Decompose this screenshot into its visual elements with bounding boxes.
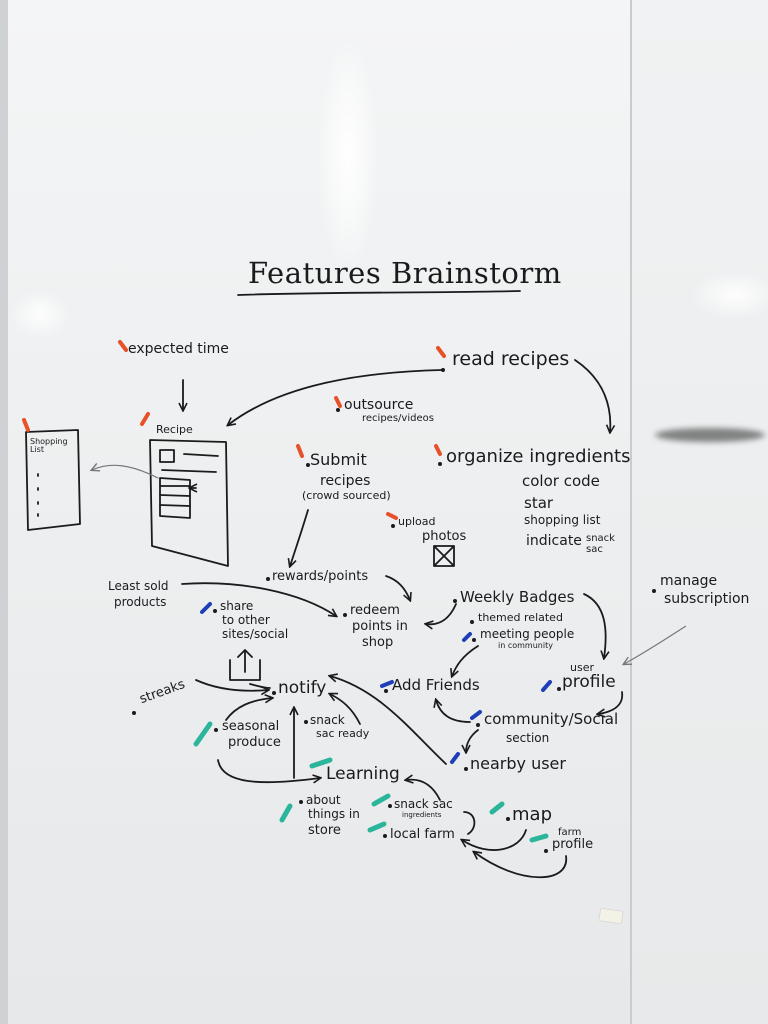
- arrow-rewards-redeem: [385, 575, 410, 600]
- note-least-sold-1: Least sold: [108, 579, 169, 593]
- note-map: map: [512, 804, 552, 825]
- arrow-snackready-notify: [330, 694, 361, 725]
- arrow-badges-profile: [583, 593, 606, 658]
- note-user-profile: profile: [562, 672, 616, 692]
- arrow-ingredients-learning: [406, 780, 441, 801]
- arrow-badges-redeem: [426, 603, 457, 624]
- note-expected-time: expected time: [128, 341, 229, 357]
- light-glare: [318, 40, 378, 270]
- note-share-1: share: [220, 599, 254, 613]
- note-add-friends: Add Friends: [392, 676, 480, 694]
- note-redeem-3: shop: [362, 635, 394, 650]
- light-glare-right: [690, 270, 768, 320]
- arrow-seasonal-notify: [225, 698, 272, 721]
- arrow-community-nearby: [466, 729, 479, 752]
- note-share-3: sites/social: [222, 627, 289, 641]
- arrow-leastsold-redeem: [181, 582, 336, 616]
- note-redeem-2: points in: [352, 619, 408, 634]
- teal-dash: [193, 721, 213, 747]
- note-recipes: recipes: [320, 473, 371, 489]
- note-themed-related: themed related: [478, 611, 563, 624]
- note-shopping-list: Shopping List: [30, 437, 68, 455]
- arrow-submit-rewards: [290, 509, 309, 566]
- arrow-nearby-notify: [330, 676, 447, 765]
- blue-dash: [200, 602, 212, 614]
- whiteboard-side-panel: [632, 0, 768, 1024]
- note-crowd-sourced: (crowd sourced): [302, 489, 391, 502]
- note-least-sold-2: products: [114, 595, 167, 609]
- note-photos: photos: [422, 529, 467, 544]
- note-color-code: color code: [522, 472, 600, 490]
- note-in-community: in community: [498, 641, 553, 650]
- note-about-2: things in: [308, 807, 360, 821]
- line-manage-profile: [624, 625, 687, 664]
- note-snack-sac: snack sac: [586, 533, 615, 555]
- note-rewards-points: rewards/points: [272, 569, 369, 584]
- note-weekly-badges: Weekly Badges: [460, 588, 575, 606]
- arrow-community-addfriends: [436, 700, 471, 723]
- arrow-read-recipe: [228, 369, 443, 425]
- arrow-read-organize: [574, 359, 610, 432]
- arrow-recipe-shopping: [92, 465, 159, 479]
- note-upload: upload: [398, 515, 436, 528]
- note-snack: snack: [310, 713, 345, 727]
- arrow-profile-community: [598, 691, 624, 714]
- share-icon: [229, 649, 261, 681]
- note-user: user: [570, 661, 594, 674]
- shopping-list-doc: [25, 429, 81, 531]
- whiteboard-frame: [0, 0, 8, 1024]
- note-redeem-1: redeem: [350, 603, 400, 618]
- note-recipe: Recipe: [156, 423, 193, 436]
- note-read-recipes: read recipes: [452, 348, 570, 370]
- note-meeting-people: meeting people: [480, 627, 575, 641]
- note-snack-sac-ingredients: snack sac: [394, 797, 453, 811]
- note-community-social: community/Social: [484, 710, 619, 728]
- note-indicate: indicate: [526, 533, 582, 549]
- note-organize-ingredients: organize ingredients: [446, 446, 631, 467]
- note-local-farm: local farm: [390, 827, 455, 842]
- note-about-3: store: [308, 823, 341, 838]
- light-glare-left: [10, 290, 70, 340]
- note-manage: manage: [660, 573, 718, 589]
- note-notify: notify: [278, 678, 327, 698]
- note-share-2: to other: [222, 613, 270, 627]
- note-outsource-sub: recipes/videos: [362, 413, 434, 424]
- arrow-map-localfarm: [462, 829, 527, 851]
- note-star: star: [524, 494, 554, 512]
- note-shopping-list-item: shopping list: [524, 513, 601, 527]
- note-produce: produce: [228, 735, 281, 750]
- recipe-doc: [149, 439, 229, 567]
- note-farm: farm: [558, 827, 582, 838]
- note-learning: Learning: [326, 764, 400, 784]
- title-underline: [237, 290, 521, 296]
- arrow-farmprofile-localfarm: [474, 852, 567, 879]
- note-farm-profile: profile: [552, 837, 594, 852]
- note-about-1: about: [306, 793, 341, 807]
- note-ingredients: ingredients: [402, 811, 442, 819]
- arrow-meeting-addfriends: [452, 645, 479, 676]
- arrow-share-notify: [249, 683, 271, 689]
- arrow-seasonal-learning: [217, 759, 320, 782]
- note-nearby-user: nearby user: [470, 754, 566, 773]
- note-seasonal: seasonal: [222, 719, 280, 734]
- note-outsource: outsource: [344, 397, 414, 413]
- marker-smudge: [655, 428, 765, 442]
- note-submit: Submit: [310, 450, 367, 469]
- arrow-streaks-notify: [195, 679, 268, 691]
- note-sac-ready: sac ready: [316, 727, 370, 740]
- photo-icon: [433, 545, 455, 567]
- orange-dash: [118, 340, 128, 352]
- diagram-title: Features Brainstorm: [248, 256, 562, 290]
- note-subscription: subscription: [664, 591, 750, 607]
- note-section: section: [506, 731, 550, 745]
